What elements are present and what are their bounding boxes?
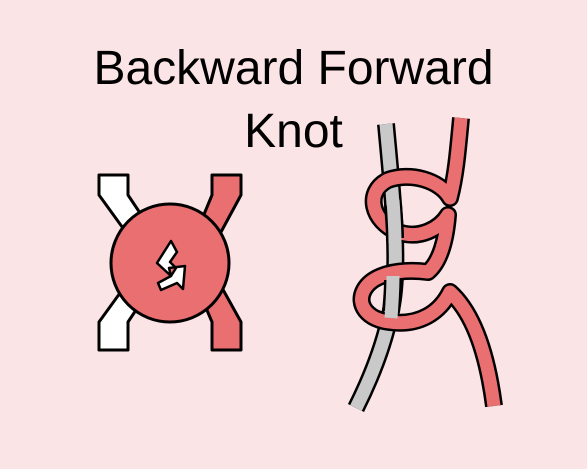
back-forward-arrow-icon xyxy=(155,239,187,292)
gray-thread-over-lower xyxy=(384,275,400,319)
knot-illustration xyxy=(347,117,503,413)
backward-forward-knot-symbol xyxy=(97,173,243,352)
red-thread xyxy=(355,117,501,407)
title-line-2: Knot xyxy=(244,105,343,158)
gray-thread-over-upper xyxy=(386,199,402,244)
title-line-1: Backward Forward xyxy=(93,42,494,95)
